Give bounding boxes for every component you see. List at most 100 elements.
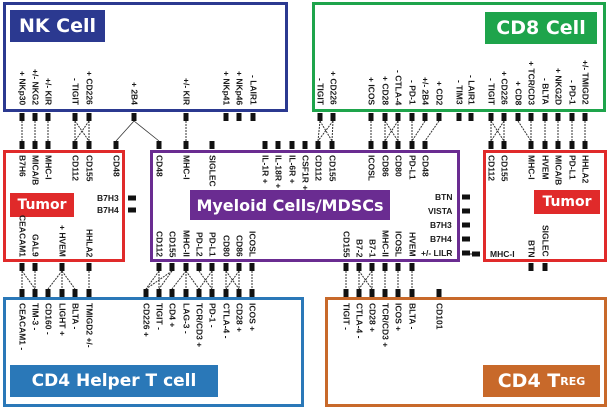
- myeloid-cell-title: Myeloid Cells/MDSCs: [190, 190, 390, 220]
- marker-label: HHLA2: [580, 155, 591, 184]
- cd4-helper-marker-pin: [156, 289, 162, 297]
- tumor-right-marker-pin: [528, 141, 534, 149]
- marker-label: +/- KIR: [43, 78, 54, 106]
- marker-label: B7-2: [354, 239, 365, 258]
- marker-label: + NKp46: [234, 71, 245, 106]
- connection-line: [115, 120, 135, 142]
- nk-marker-pin: [86, 113, 92, 121]
- cd8-marker-pin: [528, 113, 534, 121]
- connection-line: [317, 120, 334, 142]
- cd8-marker-pin: [382, 113, 388, 121]
- nk-marker-pin: [236, 113, 242, 121]
- cd8-marker-pin: [368, 113, 374, 121]
- marker-label: CEACAM1 -: [17, 303, 28, 351]
- cd4-helper-marker-pin: [209, 289, 215, 297]
- cd4-treg-marker-pin: [343, 289, 349, 297]
- myeloid-marker-pin: [382, 263, 388, 271]
- cd4-helper-marker-pin: [143, 289, 149, 297]
- tumor-left-marker-pin: [59, 263, 65, 271]
- cd8-marker-pin: [515, 113, 521, 121]
- cd4-helper-marker-pin: [196, 289, 202, 297]
- nk-marker-pin: [223, 113, 229, 121]
- marker-label: CD4 +: [167, 303, 178, 328]
- cd4-treg-title-sub: REG: [560, 374, 586, 388]
- myeloid-marker-pin: [169, 263, 175, 271]
- marker-label: TCR/CD3 +: [194, 303, 205, 348]
- marker-label: TIM-3 -: [30, 303, 41, 331]
- tumor-right-marker-pin: [542, 263, 548, 271]
- marker-label: VISTA: [428, 205, 453, 216]
- cd4-helper-title: CD4 Helper T cell: [10, 365, 218, 397]
- marker-label: - TIGIT: [315, 78, 326, 105]
- tumor-left-marker-pin: [19, 263, 25, 271]
- marker-label: CD112: [313, 155, 324, 181]
- marker-label: IL-6R +: [287, 155, 298, 184]
- marker-label: CD28 +: [234, 303, 245, 333]
- tumor-left-marker-pin: [86, 141, 92, 149]
- marker-label: +/- TMIGD2: [580, 60, 591, 105]
- marker-label: TCR/CD3 +: [380, 303, 391, 348]
- cd4-treg-title-main: CD4 T: [497, 370, 561, 392]
- tumor-right-marker-pin: [501, 141, 507, 149]
- connection-line: [74, 120, 90, 142]
- myeloid-marker-pin: [329, 141, 335, 149]
- marker-label: PD-1 -: [207, 303, 218, 328]
- cd4-treg-marker-pin: [395, 289, 401, 297]
- connection-line: [21, 270, 36, 290]
- marker-label: IL-18R +: [273, 155, 284, 189]
- myeloid-marker-pin: [209, 141, 215, 149]
- nk-marker-pin: [32, 113, 38, 121]
- myeloid-marker-pin: [395, 263, 401, 271]
- tumor-left-marker-pin: [72, 141, 78, 149]
- marker-label: IL-1R +: [260, 155, 271, 184]
- myeloid-marker-pin: [223, 263, 229, 271]
- marker-label: CD155: [499, 155, 510, 182]
- marker-label: - LAIR1: [248, 75, 259, 105]
- marker-label: + HVEM: [57, 225, 68, 257]
- cd8-cell-title: CD8 Cell: [485, 12, 597, 44]
- marker-label: TIGIT -: [154, 303, 165, 330]
- cd4-helper-marker-pin: [223, 289, 229, 297]
- tumor-right-marker-pin: [488, 141, 494, 149]
- myeloid-marker-pin: [249, 263, 255, 271]
- myeloid-marker-pin: [289, 141, 295, 149]
- tumor-left-side-pin: [128, 195, 136, 201]
- marker-label: MICA/B: [30, 155, 41, 186]
- connection-line: [424, 120, 440, 142]
- marker-label: + CD28: [380, 76, 391, 106]
- nk-cell-box: [3, 2, 288, 112]
- myeloid-marker-pin: [343, 263, 349, 271]
- myeloid-marker-pin: [409, 141, 415, 149]
- connection-line: [158, 270, 173, 290]
- nk-marker-pin: [45, 113, 51, 121]
- marker-label: B7H3: [430, 219, 452, 230]
- myeloid-marker-pin: [236, 263, 242, 271]
- cd8-marker-pin: [542, 113, 548, 121]
- marker-label: +/- NKG2: [30, 69, 41, 106]
- marker-label: ICOSL: [247, 231, 258, 257]
- tumor-right-marker-pin: [555, 141, 561, 149]
- myeloid-side-pin: [462, 222, 470, 228]
- connection-line: [225, 270, 240, 290]
- tumor-right-marker-pin: [569, 141, 575, 149]
- marker-label: HVEM: [540, 155, 551, 180]
- myeloid-marker-pin: [395, 141, 401, 149]
- cd4-helper-marker-pin: [169, 289, 175, 297]
- marker-label: CD155: [167, 231, 178, 258]
- tumor-right-marker-pin: [542, 141, 548, 149]
- myeloid-marker-pin: [422, 141, 428, 149]
- marker-label: - PD-1: [407, 80, 418, 105]
- connection-line: [225, 270, 240, 290]
- marker-label: + NKp30: [17, 71, 28, 106]
- marker-label: MICA/B: [553, 155, 564, 186]
- tumor-left-marker-pin: [45, 141, 51, 149]
- marker-label: CD155: [84, 155, 95, 182]
- connection-line: [198, 270, 213, 290]
- nk-marker-pin: [72, 113, 78, 121]
- nk-marker-pin: [19, 113, 25, 121]
- marker-label: CD112: [154, 231, 165, 257]
- marker-label: CD155: [327, 155, 338, 182]
- nk-marker-pin: [131, 113, 137, 121]
- marker-label: + NKp41: [221, 71, 232, 106]
- connection-line: [133, 120, 160, 142]
